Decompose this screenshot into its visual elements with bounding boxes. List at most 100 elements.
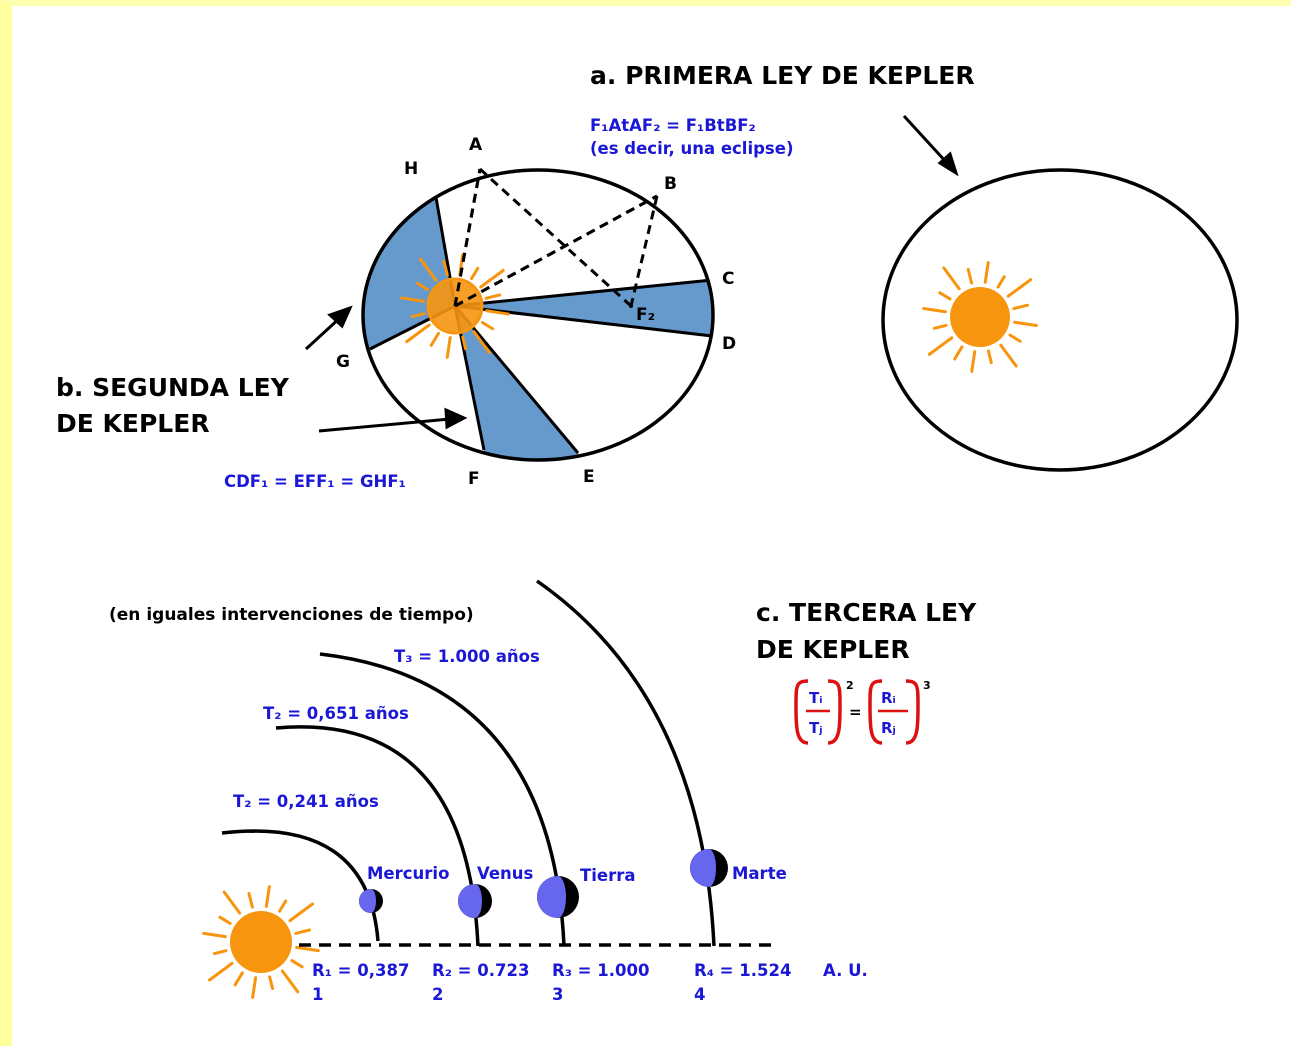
sun-ray xyxy=(442,259,449,277)
sun-ray xyxy=(247,891,254,909)
sun-ray xyxy=(278,899,288,913)
point-g-label: G xyxy=(336,352,350,372)
sun-ray xyxy=(233,971,244,987)
diagram-canvas: F₂ A B C D E F G H CDF₁ = EFF₁ = GHF₁ b.… xyxy=(12,6,1291,1046)
point-f-label: F xyxy=(468,469,480,489)
sun-ray xyxy=(472,330,491,355)
formula-t-num: Tᵢ xyxy=(809,689,823,707)
radius-label-1: R₁ = 0,387 xyxy=(312,961,409,980)
second-law-formula: CDF₁ = EFF₁ = GHF₁ xyxy=(224,472,406,491)
sun-ray xyxy=(264,885,271,908)
sun-ray xyxy=(953,345,964,361)
formula-exp-right: 3 xyxy=(923,679,931,692)
sun-ray xyxy=(222,890,242,915)
sun-ray xyxy=(268,975,275,991)
third-law-formula: Tᵢ Tⱼ 2 = Rᵢ Rⱼ 3 xyxy=(794,679,931,745)
sun-ray xyxy=(419,257,438,282)
sun-ray xyxy=(1012,303,1030,311)
planet-label-mercurio: Mercurio xyxy=(367,864,449,883)
unit-label: A. U. xyxy=(823,961,868,980)
period-label-2: T₂ = 0,651 años xyxy=(263,704,409,723)
first-law-orbit-ellipse xyxy=(881,168,1239,472)
sun-ray xyxy=(429,331,440,347)
sun-ray xyxy=(986,349,993,365)
sector-cd xyxy=(455,280,713,336)
sun-ray xyxy=(207,961,234,982)
sun-ray xyxy=(1008,333,1022,343)
second-law-arrows xyxy=(304,114,959,433)
focus2-label: F₂ xyxy=(636,305,655,325)
first-law-formula: F₁AtAF₂ = F₁BtBF₂ xyxy=(590,116,756,135)
third-law-title-line1: c. TERCERA LEY xyxy=(756,598,977,627)
radius-index-4: 4 xyxy=(694,985,705,1004)
planet-label-tierra: Tierra xyxy=(580,866,636,885)
sun-ray xyxy=(485,309,510,316)
sun-ray xyxy=(445,336,452,359)
sun-ray xyxy=(479,268,505,289)
radius-index-2: 2 xyxy=(432,985,443,1004)
planet-marte-icon xyxy=(690,849,728,887)
sun-ray xyxy=(470,266,480,281)
planet-label-marte: Marte xyxy=(732,864,787,883)
point-h-label: H xyxy=(404,159,418,179)
focus2-dot xyxy=(629,304,633,308)
formula-t-den: Tⱼ xyxy=(809,719,823,737)
point-e-label: E xyxy=(583,467,595,487)
sun-ray xyxy=(218,915,232,925)
second-law-ellipse-group: F₂ A B C D E F G H CDF₁ = EFF₁ = GHF₁ xyxy=(224,135,736,491)
planet-mercurio-icon xyxy=(359,889,383,913)
sun-ray xyxy=(996,275,1006,289)
third-law-title-line2: DE KEPLER xyxy=(756,635,910,664)
radius-index-1: 1 xyxy=(312,985,323,1004)
sun-ray xyxy=(938,291,952,301)
radius-label-4: R₄ = 1.524 xyxy=(694,961,791,980)
sun-ray xyxy=(999,343,1018,368)
sun-ray xyxy=(1013,320,1038,328)
sun-ray xyxy=(280,969,300,994)
sun-ray xyxy=(932,323,948,330)
planet-venus-icon xyxy=(458,884,492,918)
point-c-label: C xyxy=(722,269,734,289)
orbit-ellipse xyxy=(361,168,715,462)
sun-ray xyxy=(405,323,431,344)
planet-label-venus: Venus xyxy=(477,864,534,883)
sun-ray xyxy=(942,266,961,291)
sun-ray xyxy=(415,281,430,291)
formula-equals: = xyxy=(849,703,862,721)
sun-ray xyxy=(484,293,502,300)
sun-ray xyxy=(202,931,227,939)
sun-ray xyxy=(970,350,977,373)
sun-ray xyxy=(295,945,320,953)
sun-ray xyxy=(983,261,990,284)
planet-tierra-icon xyxy=(537,876,579,918)
sun-ray xyxy=(288,902,315,923)
sun-ray xyxy=(966,267,974,285)
sun-ray xyxy=(461,335,468,351)
second-law-title-line2: DE KEPLER xyxy=(56,409,210,438)
equal-area-sectors xyxy=(363,170,713,460)
radius-label-2: R₂ = 0.723 xyxy=(432,961,529,980)
sun-ray xyxy=(290,959,304,969)
formula-r-num: Rᵢ xyxy=(881,689,896,707)
sun-icon xyxy=(202,885,320,999)
sun-ray xyxy=(1006,278,1033,298)
sun-ray xyxy=(922,306,947,314)
sun-ray xyxy=(400,296,425,303)
sun-ray xyxy=(212,949,228,956)
point-d-label: D xyxy=(722,334,736,354)
first-law-title: a. PRIMERA LEY DE KEPLER xyxy=(590,61,975,90)
kepler-laws-diagram: F₂ A B C D E F G H CDF₁ = EFF₁ = GHF₁ b.… xyxy=(56,61,1239,1004)
formula-r-den: Rⱼ xyxy=(881,719,896,737)
period-label-3: T₃ = 1.000 años xyxy=(394,647,540,666)
sun-ray xyxy=(294,928,312,935)
radius-index-3: 3 xyxy=(552,985,563,1004)
point-a-label: A xyxy=(469,135,483,155)
sun-ray xyxy=(927,336,954,356)
second-law-title-line1: b. SEGUNDA LEY xyxy=(56,373,290,402)
third-law-subtitle: (en iguales intervenciones de tiempo) xyxy=(109,605,474,625)
radius-label-3: R₃ = 1.000 xyxy=(552,961,649,980)
period-label-1: T₂ = 0,241 años xyxy=(233,792,379,811)
first-law-note: (es decir, una eclipse) xyxy=(590,139,793,158)
point-b-label: B xyxy=(664,174,677,194)
